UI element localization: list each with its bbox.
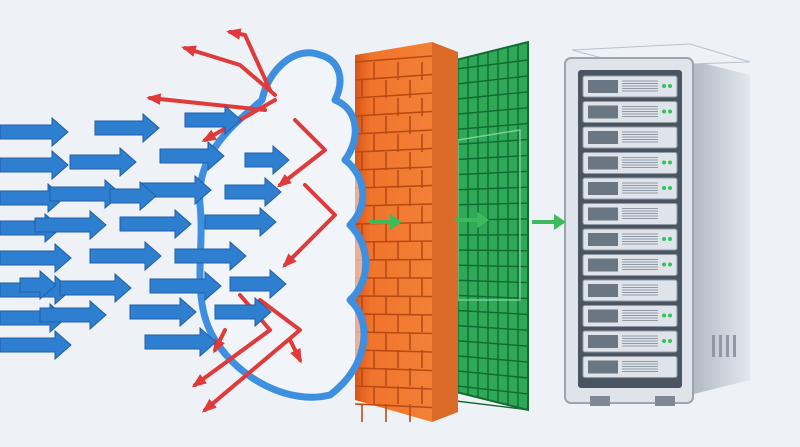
passed-arrow bbox=[455, 212, 489, 228]
incoming-arrow bbox=[229, 268, 287, 300]
incoming-arrow bbox=[39, 299, 107, 331]
server-unit bbox=[582, 279, 678, 302]
firewall-brick-lines bbox=[354, 55, 433, 422]
blocked-arrow bbox=[146, 93, 267, 112]
server-rack-foot-right bbox=[655, 396, 675, 406]
incoming-arrow bbox=[19, 269, 57, 301]
incoming-arrow bbox=[0, 182, 65, 214]
incoming-arrow bbox=[144, 326, 217, 358]
server-unit bbox=[582, 356, 678, 378]
blocked-arrow bbox=[282, 183, 337, 268]
server-rack-foot-left bbox=[590, 396, 610, 406]
server-unit bbox=[582, 305, 678, 327]
blocked-traffic-arrows bbox=[146, 28, 337, 413]
incoming-arrow bbox=[89, 240, 162, 272]
incoming-arrow bbox=[159, 140, 225, 172]
server-unit bbox=[582, 330, 678, 353]
incoming-arrow bbox=[0, 329, 72, 361]
incoming-arrow bbox=[0, 149, 69, 181]
incoming-arrow bbox=[129, 296, 197, 328]
server-unit bbox=[582, 177, 678, 200]
incoming-arrow bbox=[0, 116, 69, 148]
server-rack-icon bbox=[564, 43, 751, 406]
passed-arrow bbox=[532, 214, 566, 230]
incoming-arrow bbox=[224, 176, 282, 208]
passed-traffic-arrows bbox=[370, 212, 566, 230]
grid-filter-icon bbox=[447, 40, 529, 412]
server-unit bbox=[582, 75, 678, 98]
incoming-arrow bbox=[174, 240, 247, 272]
server-unit bbox=[582, 152, 678, 174]
incoming-arrow bbox=[214, 296, 272, 328]
server-unit bbox=[582, 126, 678, 149]
incoming-arrow bbox=[34, 209, 107, 241]
incoming-arrow bbox=[109, 180, 157, 212]
blocked-arrow bbox=[276, 118, 327, 188]
blocked-arrow bbox=[288, 338, 302, 364]
incoming-arrow bbox=[149, 270, 222, 302]
blocked-arrow bbox=[226, 28, 272, 92]
incoming-arrow bbox=[94, 112, 160, 144]
blocked-arrow bbox=[201, 298, 302, 413]
passed-arrow bbox=[370, 214, 402, 230]
incoming-arrow bbox=[0, 242, 72, 274]
blocked-arrow bbox=[181, 45, 277, 97]
firewall-side-face bbox=[432, 42, 458, 422]
server-units bbox=[582, 75, 678, 378]
server-unit bbox=[582, 254, 678, 276]
incoming-arrow bbox=[59, 272, 132, 304]
incoming-arrow bbox=[119, 208, 192, 240]
server-unit bbox=[582, 203, 678, 225]
server-rack-vent bbox=[712, 335, 736, 357]
brick-wall-icon bbox=[354, 42, 458, 422]
incoming-arrow bbox=[184, 104, 242, 136]
incoming-arrow bbox=[69, 146, 137, 178]
incoming-arrow bbox=[204, 206, 277, 238]
incoming-arrow bbox=[244, 144, 290, 176]
server-unit bbox=[582, 101, 678, 123]
server-unit bbox=[582, 228, 678, 251]
server-rack-side bbox=[690, 60, 750, 395]
incoming-traffic-arrows bbox=[0, 104, 290, 361]
